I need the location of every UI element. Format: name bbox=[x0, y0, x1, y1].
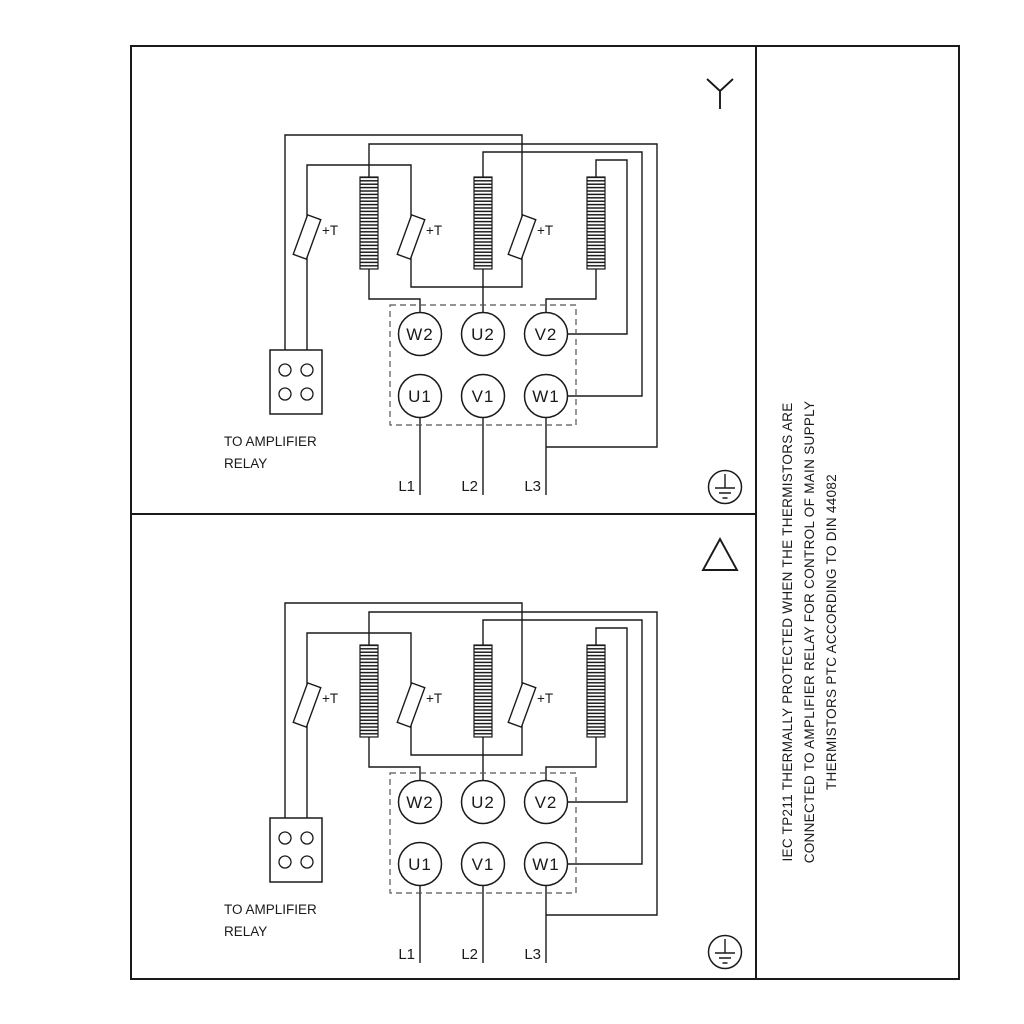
terminal-w2: W2 bbox=[397, 779, 443, 825]
terminal-v2: V2 bbox=[523, 779, 569, 825]
thermistor-symbol: +T bbox=[396, 213, 442, 261]
relay-contact bbox=[300, 363, 314, 377]
relay-contact bbox=[278, 831, 292, 845]
thermistor-label: +T bbox=[426, 691, 442, 706]
relay-contact bbox=[300, 831, 314, 845]
thermistor-symbol: +T bbox=[396, 681, 442, 729]
terminal-w2: W2 bbox=[397, 311, 443, 357]
earth-ground-icon bbox=[707, 469, 743, 505]
winding3-wires bbox=[545, 627, 628, 803]
earth-ground-icon bbox=[707, 934, 743, 970]
supply-line-label: L3 bbox=[524, 478, 541, 495]
star-wiring-drawing: +T +T +T W2 U2 bbox=[224, 78, 743, 505]
supply-line-label: L1 bbox=[398, 478, 415, 495]
star-connection-panel: +T +T +T W2 U2 bbox=[132, 47, 755, 515]
side-note-column: IEC TP211 THERMALLY PROTECTED WHEN THE T… bbox=[755, 47, 958, 978]
motor-winding-bar bbox=[586, 644, 606, 738]
side-note-line: CONNECTED TO AMPLIFIER RELAY FOR CONTROL… bbox=[802, 400, 817, 864]
terminal-u2: U2 bbox=[460, 779, 506, 825]
supply-line-label: L2 bbox=[461, 478, 478, 495]
supply-line-wires bbox=[419, 885, 547, 963]
motor-winding-bar bbox=[473, 644, 493, 738]
motor-winding-bar bbox=[586, 176, 606, 270]
terminal-label: V2 bbox=[535, 793, 558, 812]
relay-contact bbox=[278, 363, 292, 377]
terminal-v1: V1 bbox=[460, 373, 506, 419]
thermistor-label: +T bbox=[322, 691, 338, 706]
motor-winding-bar bbox=[359, 176, 379, 270]
side-note-line: THERMISTORS PTC ACCORDING TO DIN 44082 bbox=[824, 474, 839, 790]
thermistor-label: +T bbox=[322, 223, 338, 238]
terminal-label: V2 bbox=[535, 325, 558, 344]
winding1-wires bbox=[368, 143, 658, 448]
winding2-wires bbox=[482, 619, 643, 865]
thermistor-symbol: +T bbox=[507, 681, 553, 729]
supply-line-label: L3 bbox=[524, 946, 541, 963]
delta-icon bbox=[701, 537, 739, 571]
relay-box bbox=[269, 349, 323, 415]
terminal-u1: U1 bbox=[397, 841, 443, 887]
winding1-wires bbox=[368, 611, 658, 916]
relay-caption-line1: TO AMPLIFIER bbox=[224, 434, 317, 449]
motor-winding-bar bbox=[359, 644, 379, 738]
side-note-line: IEC TP211 THERMALLY PROTECTED WHEN THE T… bbox=[780, 402, 795, 862]
terminal-label: W2 bbox=[406, 793, 434, 812]
thermistor-body bbox=[396, 213, 426, 261]
delta-wiring-drawing: +T +T +T W2 U2 bbox=[224, 537, 743, 970]
thermistor-symbol: +T bbox=[292, 213, 338, 261]
relay-contact bbox=[300, 387, 314, 401]
terminal-u2: U2 bbox=[460, 311, 506, 357]
thermistor-body bbox=[507, 681, 537, 729]
thermistor-symbol: +T bbox=[507, 213, 553, 261]
terminal-label: U1 bbox=[408, 387, 432, 406]
thermistor-body bbox=[292, 681, 322, 729]
thermistor-label: +T bbox=[537, 223, 553, 238]
winding3-wires bbox=[545, 159, 628, 335]
thermistor-circuit-wire bbox=[284, 134, 523, 350]
thermistor-body bbox=[396, 681, 426, 729]
terminal-v1: V1 bbox=[460, 841, 506, 887]
terminal-label: V1 bbox=[472, 855, 495, 874]
supply-line-label: L1 bbox=[398, 946, 415, 963]
terminal-board-outline bbox=[389, 772, 577, 894]
drawing-frame: +T +T +T W2 U2 bbox=[130, 45, 960, 980]
terminal-label: W1 bbox=[532, 855, 560, 874]
relay-box bbox=[269, 817, 323, 883]
thermistor-body bbox=[292, 213, 322, 261]
supply-line-wires bbox=[419, 417, 547, 495]
terminal-label: U2 bbox=[471, 793, 495, 812]
relay-caption-line1: TO AMPLIFIER bbox=[224, 902, 317, 917]
relay-contact bbox=[300, 855, 314, 869]
side-note-text: IEC TP211 THERMALLY PROTECTED WHEN THE T… bbox=[777, 372, 843, 892]
terminal-label: V1 bbox=[472, 387, 495, 406]
star-icon bbox=[706, 78, 734, 109]
terminal-board-outline bbox=[389, 304, 577, 426]
terminal-label: W2 bbox=[406, 325, 434, 344]
relay-contact bbox=[278, 387, 292, 401]
supply-line-label: L2 bbox=[461, 946, 478, 963]
thermistor-symbol: +T bbox=[292, 681, 338, 729]
winding2-wires bbox=[482, 151, 643, 397]
thermistor-body bbox=[507, 213, 537, 261]
terminal-label: W1 bbox=[532, 387, 560, 406]
thermistor-circuit-wire bbox=[284, 602, 523, 818]
motor-winding-bar bbox=[473, 176, 493, 270]
terminal-label: U1 bbox=[408, 855, 432, 874]
amplifier-relay bbox=[269, 817, 323, 883]
terminal-w1: W1 bbox=[523, 373, 569, 419]
terminal-u1: U1 bbox=[397, 373, 443, 419]
relay-caption-line2: RELAY bbox=[224, 456, 267, 471]
terminal-w1: W1 bbox=[523, 841, 569, 887]
relay-contact bbox=[278, 855, 292, 869]
thermistor-label: +T bbox=[537, 691, 553, 706]
delta-connection-panel: +T +T +T W2 U2 bbox=[132, 515, 755, 978]
terminal-label: U2 bbox=[471, 325, 495, 344]
terminal-v2: V2 bbox=[523, 311, 569, 357]
relay-caption-line2: RELAY bbox=[224, 924, 267, 939]
amplifier-relay bbox=[269, 349, 323, 415]
thermistor-label: +T bbox=[426, 223, 442, 238]
